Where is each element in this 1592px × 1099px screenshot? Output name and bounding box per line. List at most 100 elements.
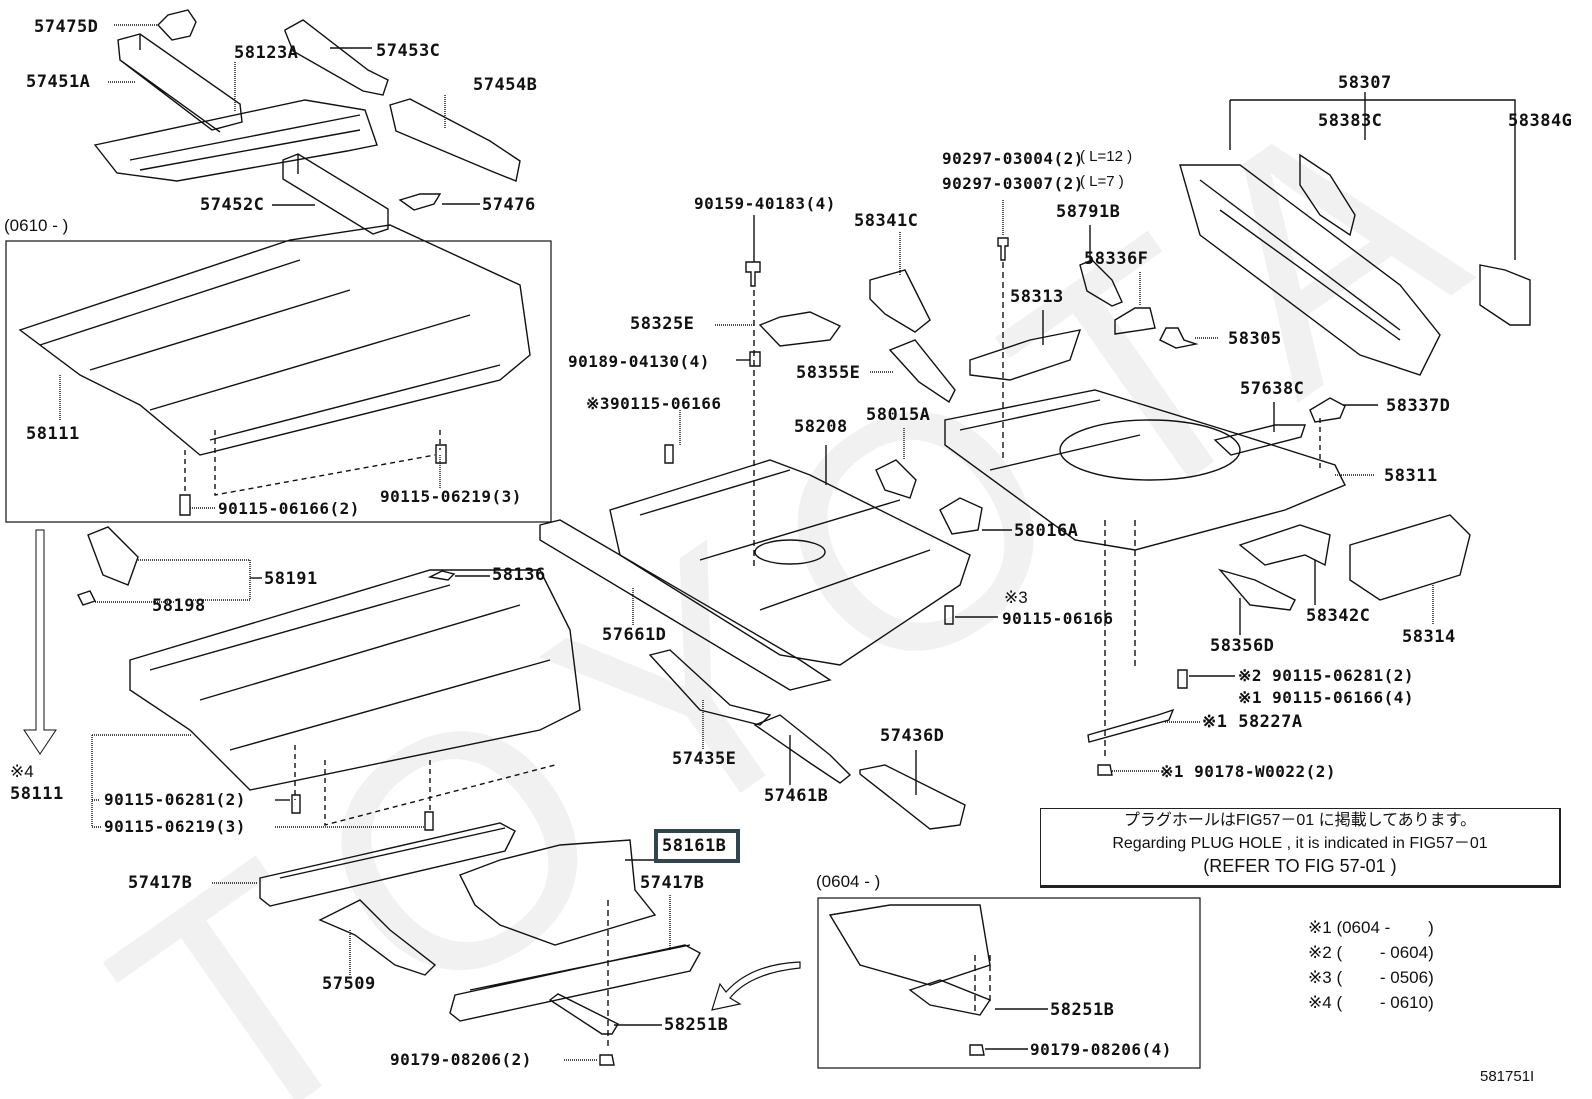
part-58251B-main-shape: [548, 993, 619, 1035]
label-58341C[interactable]: 58341C: [854, 211, 919, 231]
label-58325E[interactable]: 58325E: [630, 314, 695, 334]
label-57461B[interactable]: 57461B: [764, 786, 829, 806]
label-58355E[interactable]: 58355E: [796, 363, 861, 383]
label-58313[interactable]: 58313: [1010, 287, 1064, 307]
label-58161B[interactable]: 58161B: [662, 836, 727, 856]
part-57417B-left-shape: [259, 822, 516, 907]
figure-id: 581751I: [1480, 1068, 1535, 1085]
inset-58251B-shape: [908, 979, 992, 1016]
label-90297-03007[interactable]: 90297-03007(2): [942, 174, 1084, 193]
label-58384G[interactable]: 58384G: [1508, 111, 1573, 131]
legend-range: ( - 0506): [1336, 968, 1434, 987]
part-57475D-shape: [157, 9, 197, 41]
legend-range: (0604 - ): [1336, 918, 1434, 937]
part-58191-shape: [87, 526, 139, 586]
nut-icon: [599, 1054, 615, 1066]
label-57638C[interactable]: 57638C: [1240, 379, 1305, 399]
label-58314[interactable]: 58314: [1402, 627, 1456, 647]
label-57453C[interactable]: 57453C: [376, 41, 441, 61]
label-58016A[interactable]: 58016A: [1014, 521, 1079, 541]
label-57509[interactable]: 57509: [322, 974, 376, 994]
part-58383C-shape: [1299, 153, 1356, 237]
label-58136[interactable]: 58136: [492, 565, 546, 585]
part-58791B-shape: [1079, 259, 1123, 307]
part-57436D-shape: [859, 764, 966, 830]
label-58791B[interactable]: 58791B: [1056, 202, 1121, 222]
length-l12: ( L=12 ): [1080, 148, 1133, 165]
label-58251B-inset[interactable]: 58251B: [1050, 1000, 1115, 1020]
label-58356D[interactable]: 58356D: [1210, 636, 1275, 656]
label-58191[interactable]: 58191: [264, 569, 318, 589]
label-58336F[interactable]: 58336F: [1084, 249, 1149, 269]
label-90115-06166-mid[interactable]: 90115-06166: [1002, 609, 1114, 628]
label-90115-06219-3-bottom[interactable]: 90115-06219(3): [104, 817, 246, 836]
part-58313-shape: [969, 329, 1082, 381]
label-57475D[interactable]: 57475D: [34, 17, 99, 37]
legend-range: ( - 0604): [1336, 943, 1434, 962]
label-58208[interactable]: 58208: [794, 417, 848, 437]
label-57451A[interactable]: 57451A: [26, 72, 91, 92]
screw-icon: [664, 444, 674, 464]
note-reference[interactable]: (REFER TO FIG 57-01 ): [1203, 856, 1397, 876]
label-58123A[interactable]: 58123A: [234, 43, 299, 63]
label-58337D[interactable]: 58337D: [1386, 396, 1451, 416]
label-58342C[interactable]: 58342C: [1306, 606, 1371, 626]
part-58208-shape: [609, 459, 971, 666]
inset-range-0604: (0604 - ): [816, 872, 881, 891]
label-90179-08206-4[interactable]: 90179-08206(4): [1030, 1040, 1172, 1059]
label-90159-40183-4[interactable]: 90159-40183(4): [694, 194, 836, 213]
legend-item-2: ※2 ( - 0604): [1308, 943, 1434, 963]
clip-icon: [749, 351, 761, 367]
label-58307[interactable]: 58307: [1338, 73, 1392, 93]
label-90297-03004[interactable]: 90297-03004(2): [942, 149, 1084, 168]
part-58337D-shape: [1309, 397, 1346, 423]
part-58355E-shape: [888, 339, 956, 404]
label-57417B-left[interactable]: 57417B: [128, 873, 193, 893]
legend-mark: ※4: [1308, 993, 1332, 1012]
label-90115-06166-2[interactable]: 90115-06166(2): [218, 499, 360, 518]
label-90115-06281-2[interactable]: 90115-06281(2): [104, 790, 246, 809]
part-58111-top-shape: [18, 224, 531, 456]
label-58251B-main[interactable]: 58251B: [664, 1015, 729, 1035]
legend-item-1: ※1 (0604 - ): [1308, 918, 1434, 938]
label-58198[interactable]: 58198: [152, 596, 206, 616]
part-58314-shape: [1349, 514, 1471, 601]
label-57417B-right[interactable]: 57417B: [640, 873, 705, 893]
label-90115-06166-4-right[interactable]: ※1 90115-06166(4): [1238, 688, 1415, 707]
legend-item-3: ※3 ( - 0506): [1308, 968, 1434, 988]
curved-arrow-icon: [711, 961, 801, 1011]
label-90189-04130-4[interactable]: 90189-04130(4): [568, 352, 710, 371]
label-90115-06281-2-right[interactable]: ※2 90115-06281(2): [1238, 666, 1415, 685]
label-57452C[interactable]: 57452C: [200, 195, 265, 215]
label-58015A[interactable]: 58015A: [866, 405, 931, 425]
label-58305[interactable]: 58305: [1228, 329, 1282, 349]
label-58227A[interactable]: ※1 58227A: [1202, 712, 1303, 732]
label-90115-06219-3-top[interactable]: 90115-06219(3): [380, 487, 522, 506]
part-58341C-shape: [869, 269, 931, 333]
label-90178-W0022[interactable]: ※1 90178-W0022(2): [1160, 762, 1337, 781]
label-58311[interactable]: 58311: [1384, 466, 1438, 486]
label-58111-bottom[interactable]: 58111: [10, 784, 64, 804]
label-57661D[interactable]: 57661D: [602, 625, 667, 645]
label-57476[interactable]: 57476: [482, 195, 536, 215]
label-90179-08206-2[interactable]: 90179-08206(2): [390, 1050, 532, 1069]
plug-hole-note: プラグホールはFIG57－01 に掲載してあります。 Regarding PLU…: [1040, 808, 1561, 888]
label-58111-top[interactable]: 58111: [26, 424, 80, 444]
label-57436D[interactable]: 57436D: [880, 726, 945, 746]
part-58307-shape: [1179, 164, 1441, 376]
legend-item-4: ※4 ( - 0610): [1308, 993, 1434, 1013]
part-58227A-shape: [1087, 708, 1175, 743]
bolt-icon: [997, 237, 1009, 261]
clip-icon: [77, 590, 96, 606]
part-57452C-shape: [282, 153, 389, 235]
mark-4: ※4: [10, 762, 34, 781]
label-57435E[interactable]: 57435E: [672, 749, 737, 769]
label-390115-06166[interactable]: ※390115-06166: [586, 394, 722, 413]
part-58161B-shape: [459, 839, 657, 946]
label-58383C[interactable]: 58383C: [1318, 111, 1383, 131]
screw-icon: [424, 811, 434, 831]
part-57454B-shape: [389, 98, 521, 182]
part-57417B-right-shape: [449, 944, 701, 1022]
label-57454B[interactable]: 57454B: [473, 75, 538, 95]
legend-mark: ※3: [1308, 968, 1332, 987]
